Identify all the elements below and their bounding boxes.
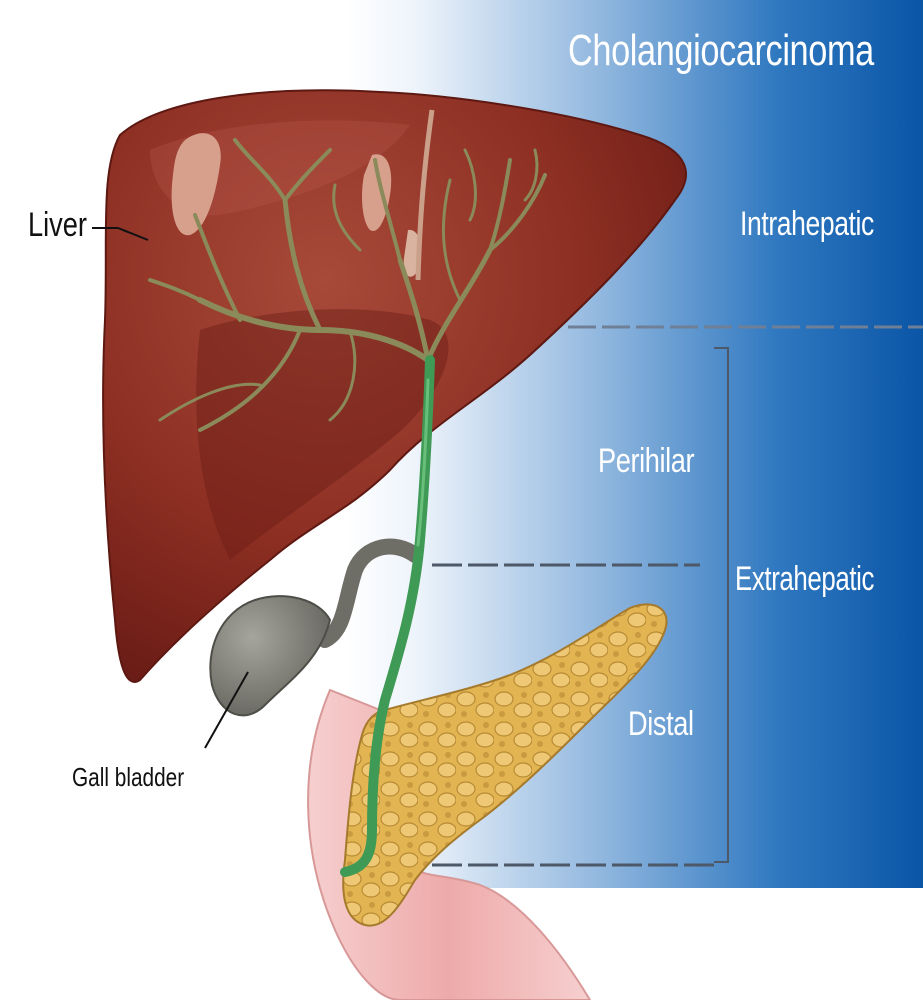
title-cholangiocarcinoma: Cholangiocarcinoma [568,26,874,76]
label-intrahepatic: Intrahepatic [740,205,874,244]
label-liver: Liver [28,206,87,245]
label-perihilar: Perihilar [598,442,694,481]
gall-bladder [210,596,330,715]
label-distal: Distal [628,705,694,744]
label-gall-bladder: Gall bladder [72,762,184,793]
label-extrahepatic: Extrahepatic [735,560,874,599]
